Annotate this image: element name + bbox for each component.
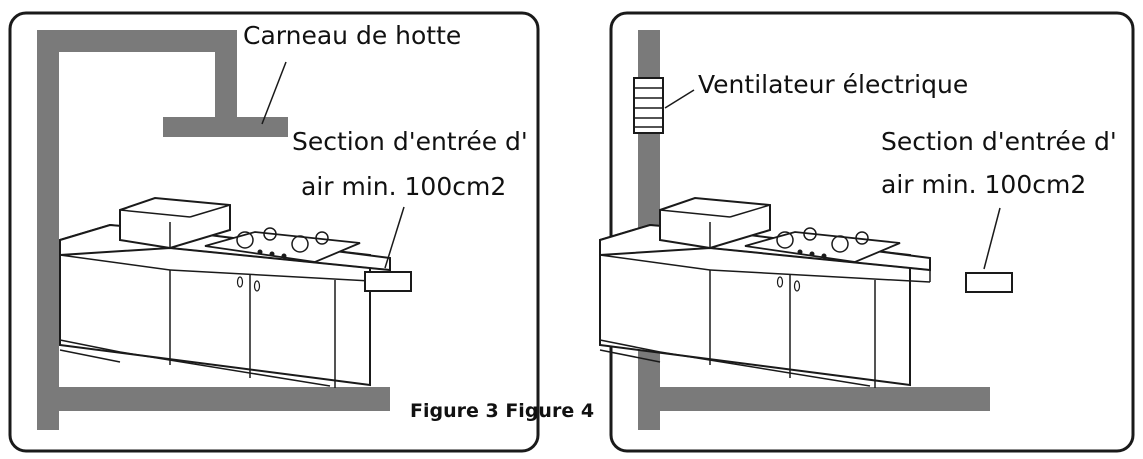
electric-fan-label: Ventilateur électrique <box>698 70 968 99</box>
floor <box>638 387 990 411</box>
floor <box>37 387 390 411</box>
hood-duct <box>163 52 288 137</box>
leader-line <box>664 89 695 109</box>
figure-caption: Figure 3 Figure 4 <box>410 400 594 422</box>
air-inlet-vent <box>364 271 412 292</box>
leader-line <box>384 206 405 269</box>
air-inlet-label-line1: Section d'entrée d' <box>292 127 528 156</box>
hood-duct-label: Carneau de hotte <box>243 21 461 50</box>
air-inlet-vent <box>965 272 1013 293</box>
air-inlet-label-line2: air min. 100cm2 <box>881 170 1086 199</box>
air-inlet-label-line2: air min. 100cm2 <box>301 172 506 201</box>
figure-3-panel: Carneau de hotte Section d'entrée d' air… <box>8 11 540 453</box>
figure-4-panel: Ventilateur électrique Section d'entrée … <box>599 11 1135 453</box>
electric-fan <box>633 77 664 134</box>
wall <box>37 30 59 430</box>
leader-line <box>261 61 287 125</box>
air-inlet-label-line1: Section d'entrée d' <box>881 127 1117 156</box>
ceiling <box>37 30 237 52</box>
leader-line <box>983 207 1001 270</box>
